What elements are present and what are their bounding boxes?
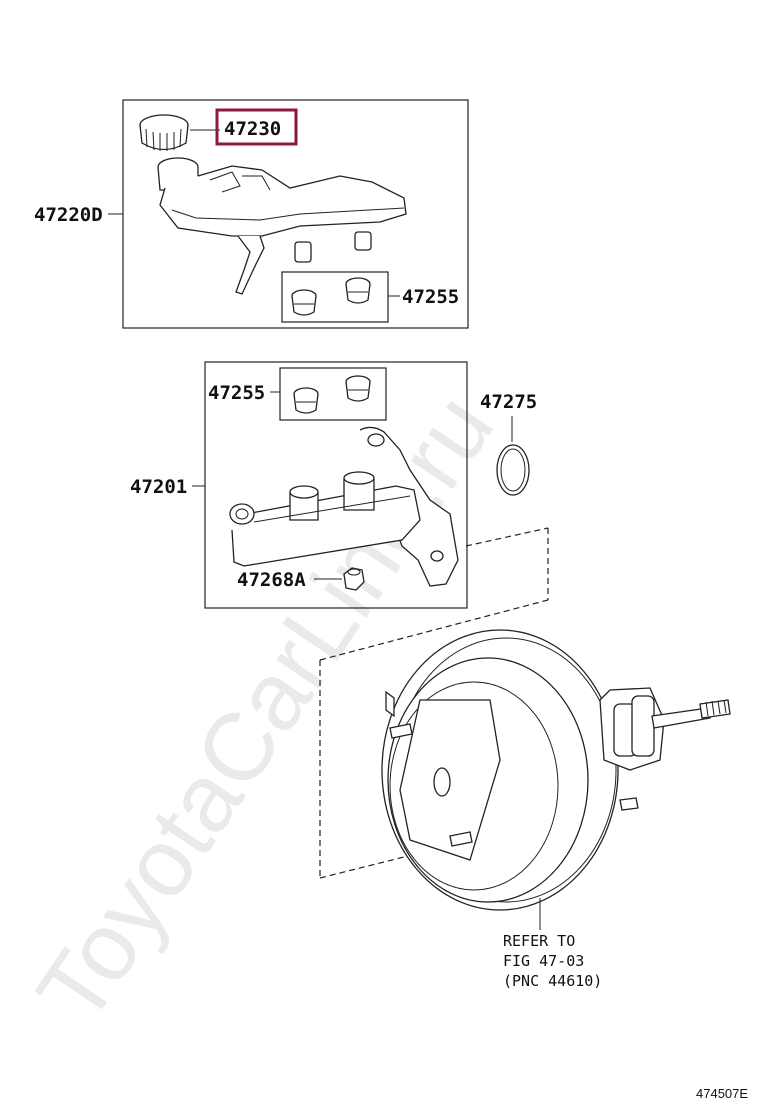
label-47201[interactable]: 47201: [130, 476, 187, 498]
highlight-box: [215, 108, 298, 146]
label-47255-lower[interactable]: 47255: [208, 382, 265, 404]
label-47275[interactable]: 47275: [480, 391, 537, 413]
grommet-pair-lower: [293, 375, 371, 414]
label-47230[interactable]: 47230: [224, 118, 281, 140]
reservoir-tank: [157, 157, 407, 295]
refer-note-line-3: (PNC 44610): [503, 972, 602, 990]
master-cylinder-box: [204, 361, 468, 609]
dash-upper-top: [465, 527, 549, 547]
grommet-box-upper: [281, 271, 389, 323]
grommet-box-lower: [279, 367, 387, 421]
label-47220D[interactable]: 47220D: [34, 204, 103, 226]
o-ring: [496, 444, 530, 496]
diagram-code: 474507E: [696, 1086, 748, 1101]
label-47268A[interactable]: 47268A: [237, 569, 306, 591]
label-47255-upper[interactable]: 47255: [402, 286, 459, 308]
master-cylinder: [229, 426, 459, 587]
brake-booster: [381, 629, 731, 911]
reservoir-cap: [139, 114, 189, 151]
refer-note-line-1: REFER TO: [503, 932, 575, 950]
refer-note-line-2: FIG 47-03: [503, 952, 584, 970]
grommet-pair-upper: [291, 277, 371, 316]
nut: [343, 567, 365, 591]
